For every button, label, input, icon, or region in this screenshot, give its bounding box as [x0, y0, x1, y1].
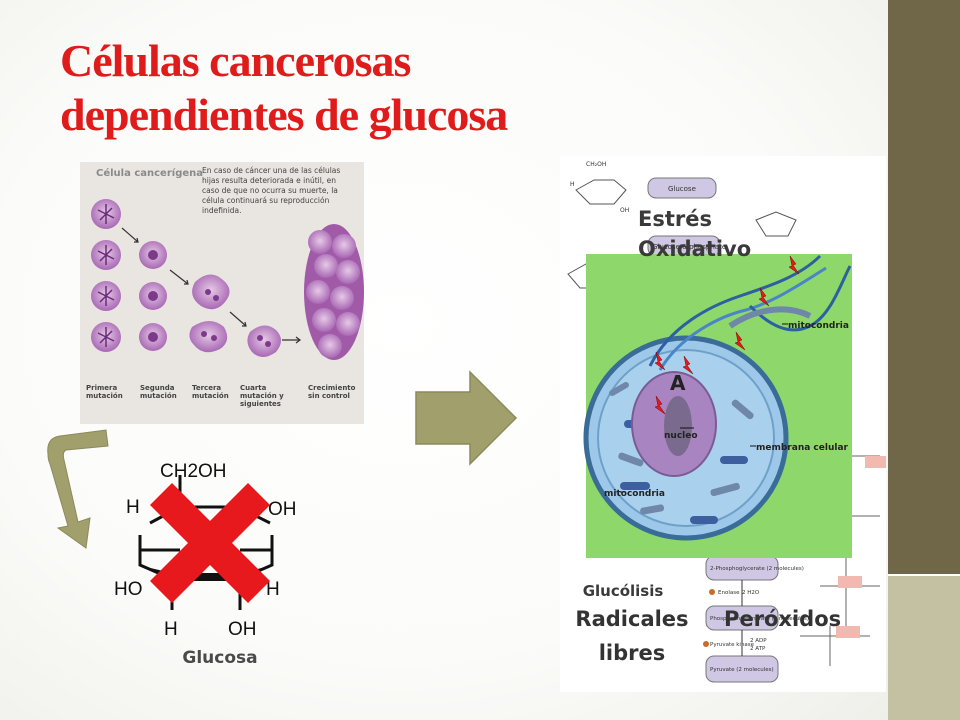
- pathway-box: Glucose 6-phosphate: [652, 243, 726, 251]
- marker-a: A: [670, 371, 686, 395]
- mitochondria-bottom-label: mitocondria: [604, 489, 665, 499]
- pathway-box: 2-Phosphoglycerate (2 molecules): [710, 566, 804, 572]
- stage-label: Crecimiento sin control: [308, 384, 356, 400]
- side-note: 2 H2O: [742, 590, 760, 596]
- curved-arrow-icon: [47, 429, 109, 549]
- right-arrow-icon: [415, 370, 518, 466]
- cancer-panel-heading: Célula cancerígena: [96, 168, 203, 179]
- metabolism-figure: CH₂OH H OH Glucose Glucose 6-phosphate 2-P…: [560, 156, 886, 692]
- side-accent-block: [888, 576, 960, 720]
- side-note: 2 ATP: [750, 646, 766, 652]
- oxidative-bolts: [654, 255, 800, 415]
- slide-title: Células cancerosas dependientes de gluco…: [60, 34, 820, 142]
- tumor-cluster: [304, 224, 364, 360]
- svg-text:H: H: [570, 181, 575, 188]
- title-line-1: Células cancerosas: [60, 35, 411, 86]
- peroxides-label: Peróxidos: [724, 607, 842, 631]
- cell-column-3: [189, 274, 230, 353]
- cancer-panel-description: En caso de cáncer una de las células hij…: [202, 166, 341, 215]
- stage-label: Segunda mutación: [140, 384, 177, 400]
- glucose-atom: OH: [228, 619, 257, 640]
- membrane-label: membrana celular: [756, 443, 849, 453]
- glucose-top-group: CH2OH: [160, 461, 227, 482]
- glucose-structure: CH2OH H OH HO H H OH: [114, 461, 297, 640]
- glycolysis-label: Glucólisis: [582, 582, 664, 600]
- side-note: 2 ADP: [750, 638, 767, 644]
- glucose-atom: HO: [114, 579, 143, 600]
- side-accent-divider: [888, 574, 960, 577]
- mutation-diagram: [91, 199, 364, 360]
- enzyme-label: Enolase: [718, 590, 740, 596]
- title-line-2: dependientes de glucosa: [60, 89, 508, 140]
- label-pointers: [620, 323, 788, 493]
- stage-label: Primera mutación: [86, 384, 123, 400]
- pathway-box: Pyruvate (2 molecules): [710, 667, 774, 673]
- pathway-box-group: Glucose Glucose 6-phosphate 2-Phosphogly…: [647, 177, 809, 683]
- glucose-caption: Glucosa: [182, 648, 258, 668]
- pathway-box: Glucose: [668, 185, 696, 193]
- pathway-box: Phosphoenolpyruvate (2 molecules): [710, 616, 809, 622]
- cell-column-4: [247, 325, 281, 357]
- mitochondria-top-label: mitocondria: [788, 321, 849, 331]
- glucose-atom: H: [266, 579, 280, 600]
- svg-text:CH₂OH: CH₂OH: [586, 161, 606, 168]
- metabolism-diagram: CH₂OH H OH Glucose Glucose 6-phosphate 2-P…: [567, 161, 886, 683]
- oxidative-stress-label: Estrés Oxidativo: [638, 207, 752, 261]
- progression-arrows: [121, 227, 301, 344]
- stage-label: Cuarta mutación y siguientes: [240, 384, 284, 408]
- svg-text:OH: OH: [620, 207, 629, 214]
- enzyme-label: Pyruvate kinase: [710, 642, 755, 648]
- stage-labels: Primera mutación Segunda mutación Tercer…: [80, 384, 364, 414]
- cell-column-1: [91, 199, 121, 352]
- cell-column-2: [139, 241, 167, 351]
- glucose-atom: H: [164, 619, 178, 640]
- glucose-atom: OH: [268, 499, 297, 520]
- x-mark-icon: [150, 483, 270, 603]
- glucose-atom: H: [126, 497, 140, 518]
- cancer-cell-panel: Célula cancerígena En caso de cáncer una…: [80, 162, 364, 424]
- free-radicals-label: Radicales libres: [575, 607, 689, 665]
- stage-label: Tercera mutación: [192, 384, 229, 400]
- dna-helix: [648, 254, 852, 371]
- nucleus-label: nucleo: [664, 431, 698, 441]
